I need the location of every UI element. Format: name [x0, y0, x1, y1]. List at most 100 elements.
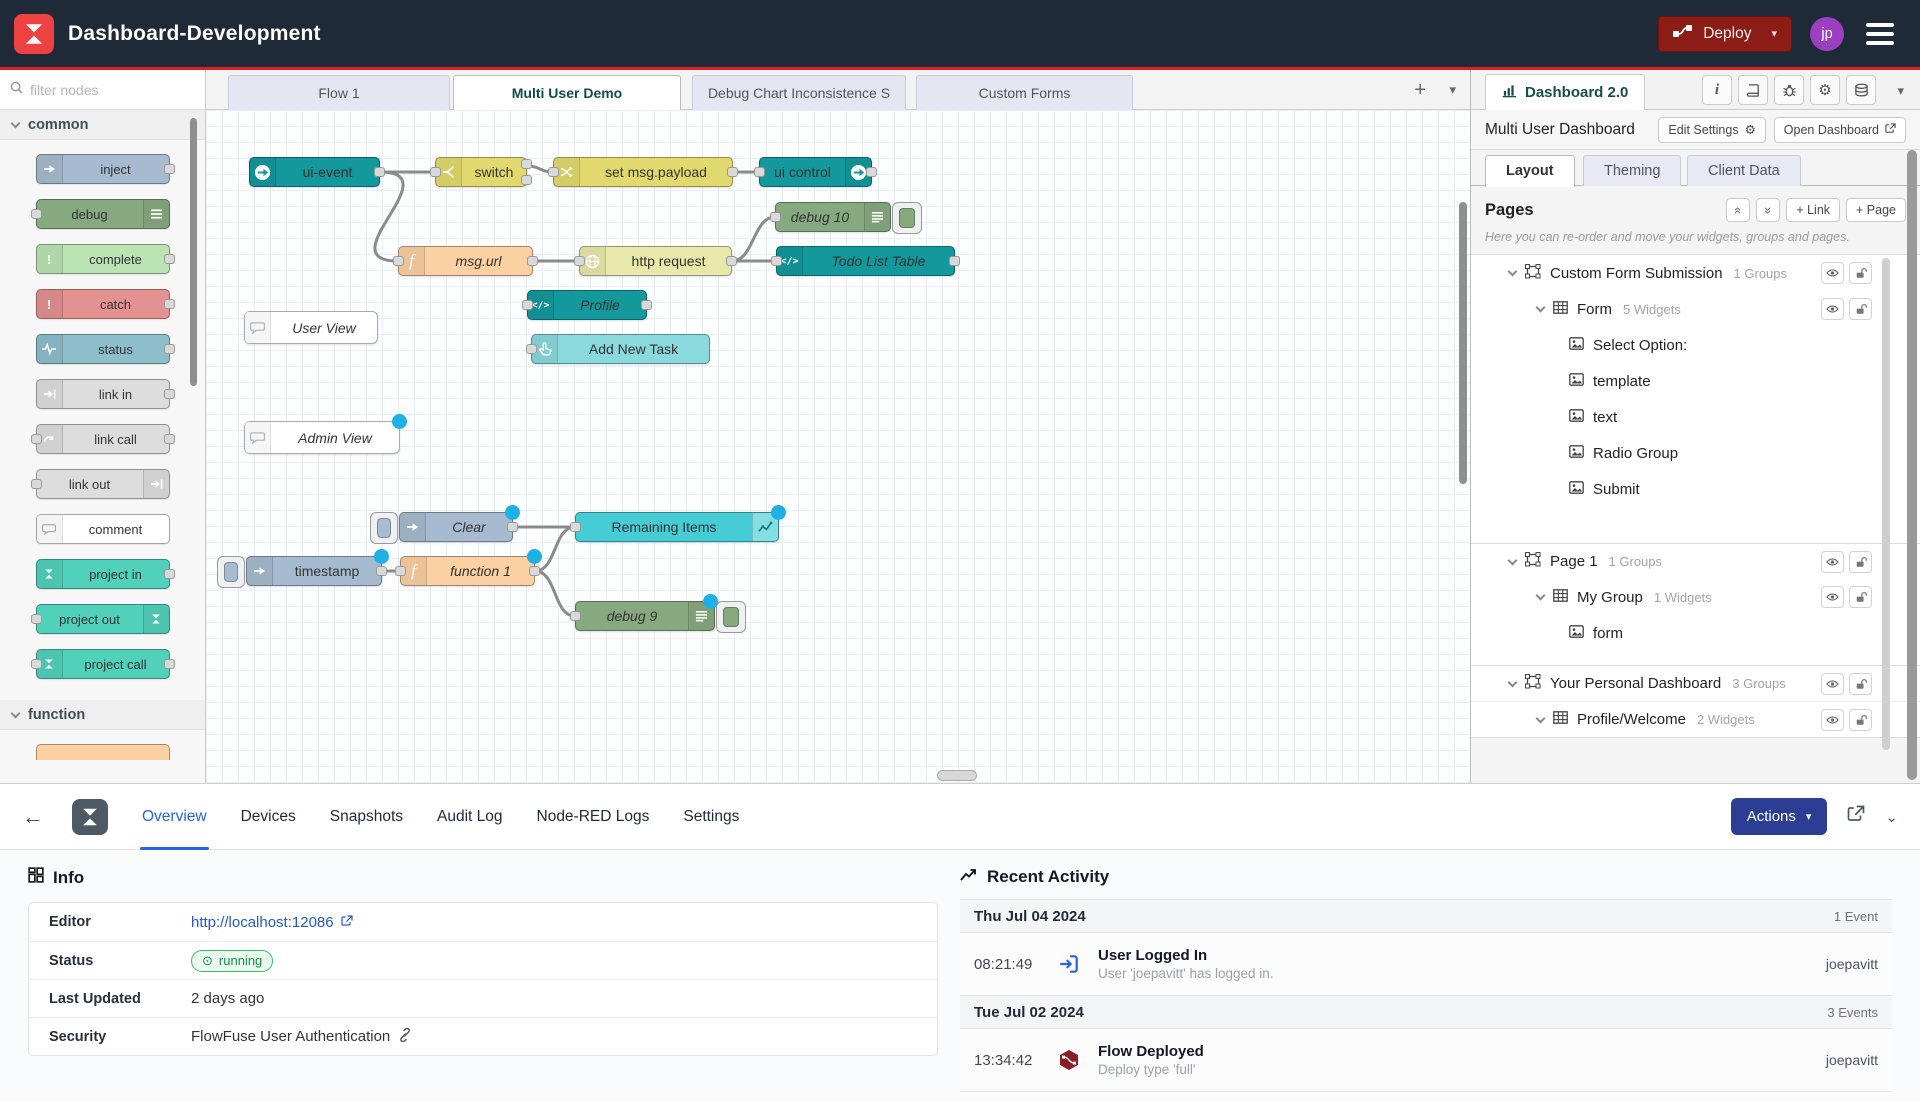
chevron-down-icon[interactable]	[1535, 713, 1546, 723]
visibility-eye-icon[interactable]	[1821, 673, 1844, 695]
activity-entry[interactable]: 08:21:49 User Logged In User 'joepavitt'…	[960, 933, 1892, 995]
flow-canvas[interactable]: ui-event switch set msg.payload	[206, 110, 1470, 783]
tree-widget-row[interactable]: form	[1471, 615, 1920, 651]
canvas-scrollbar[interactable]	[1459, 202, 1467, 484]
input-port[interactable]	[754, 167, 765, 177]
layers-icon[interactable]	[1846, 75, 1876, 105]
tree-group-row[interactable]: Profile/Welcome 2 Widgets	[1471, 701, 1920, 737]
edit-settings-button[interactable]: Edit Settings ⚙	[1658, 116, 1766, 143]
input-port[interactable]	[770, 212, 781, 222]
add-link-button[interactable]: + Link	[1786, 198, 1841, 222]
tab-nodered-logs[interactable]: Node-RED Logs	[536, 807, 650, 825]
page-scrollbar[interactable]	[1907, 150, 1917, 780]
output-port-1[interactable]	[521, 159, 532, 169]
input-port[interactable]	[548, 167, 559, 177]
input-port[interactable]	[570, 522, 581, 532]
avatar[interactable]: jp	[1810, 16, 1844, 51]
tree-page-row[interactable]: Page 1 1 Groups	[1471, 543, 1920, 579]
tab-multi-user-demo[interactable]: Multi User Demo	[453, 75, 681, 111]
debug-toggle-button[interactable]	[892, 202, 922, 234]
visibility-eye-icon[interactable]	[1821, 551, 1844, 573]
node-ui-control[interactable]: ui control	[754, 157, 877, 187]
output-port[interactable]	[507, 522, 518, 532]
open-dashboard-button[interactable]: Open Dashboard	[1773, 116, 1906, 143]
gear-icon[interactable]: ⚙	[1810, 75, 1840, 105]
visibility-eye-icon[interactable]	[1821, 586, 1844, 608]
editor-link[interactable]: http://localhost:12086	[191, 914, 353, 931]
lock-open-icon[interactable]	[1849, 298, 1872, 320]
input-port[interactable]	[771, 256, 782, 266]
lock-open-icon[interactable]	[1849, 709, 1872, 731]
sidebar-tree-scrollbar[interactable]	[1882, 258, 1890, 750]
node-user-view-comment[interactable]: User View	[244, 311, 378, 344]
chevron-down-icon[interactable]	[1535, 590, 1546, 601]
lock-open-icon[interactable]	[1849, 586, 1872, 608]
collapse-panel-icon[interactable]: ⌄	[1885, 808, 1898, 826]
input-port[interactable]	[526, 344, 537, 354]
palette-scrollbar[interactable]	[190, 118, 197, 386]
node-clear[interactable]: Clear	[370, 505, 520, 544]
palette-node-link-out[interactable]: link out	[30, 469, 170, 499]
node-admin-view-comment[interactable]: Admin View	[244, 414, 407, 454]
node-msg-url[interactable]: f msg.url	[393, 246, 538, 276]
output-port[interactable]	[727, 167, 738, 177]
output-port[interactable]	[376, 566, 387, 576]
deploy-caret-icon[interactable]: ▾	[1771, 28, 1777, 40]
node-profile[interactable]: </> Profile	[522, 290, 652, 320]
palette-node-status[interactable]: status	[35, 334, 175, 364]
input-port[interactable]	[570, 611, 581, 621]
palette-node-comment[interactable]: comment	[35, 514, 170, 544]
tree-widget-row[interactable]: Submit	[1471, 471, 1920, 507]
tab-devices[interactable]: Devices	[240, 807, 296, 825]
chevron-down-icon[interactable]	[1507, 677, 1518, 687]
node-set-msg-payload[interactable]: set msg.payload	[548, 157, 738, 187]
node-remaining-items[interactable]: Remaining Items	[570, 505, 786, 542]
palette-node-partial[interactable]	[35, 744, 170, 760]
activity-entry[interactable]: 13:34:42 Flow Deployed Deploy type 'full…	[960, 1029, 1892, 1091]
add-page-button[interactable]: + Page	[1846, 198, 1906, 222]
tree-group-row[interactable]: Form 5 Widgets	[1471, 291, 1920, 327]
palette-category-function[interactable]: function	[0, 700, 205, 730]
tab-theming[interactable]: Theming	[1583, 155, 1682, 186]
palette-node-catch[interactable]: ! catch	[35, 289, 175, 319]
tree-widget-row[interactable]: template	[1471, 363, 1920, 399]
chevron-down-icon[interactable]	[1507, 555, 1518, 565]
open-editor-icon[interactable]	[1847, 805, 1865, 828]
inject-button[interactable]	[217, 556, 245, 588]
tab-debug-chart[interactable]: Debug Chart Inconsistence S	[692, 75, 906, 110]
tab-flow-1[interactable]: Flow 1	[228, 75, 450, 110]
node-timestamp[interactable]: timestamp	[217, 549, 389, 588]
output-port[interactable]	[866, 167, 877, 177]
visibility-eye-icon[interactable]	[1821, 709, 1844, 731]
node-debug-9[interactable]: debug 9	[570, 594, 746, 633]
sidebar-menu-caret-icon[interactable]: ▾	[1897, 83, 1904, 98]
add-flow-button[interactable]: +	[1414, 79, 1426, 101]
tab-custom-forms[interactable]: Custom Forms	[916, 75, 1133, 110]
help-book-icon[interactable]	[1738, 75, 1768, 105]
output-port[interactable]	[527, 256, 538, 266]
visibility-eye-icon[interactable]	[1821, 298, 1844, 320]
collapse-all-button[interactable]: «	[1726, 198, 1751, 222]
chain-link-icon[interactable]	[398, 1027, 412, 1046]
node-switch[interactable]: switch	[430, 157, 532, 187]
palette-node-link-in[interactable]: link in	[35, 379, 175, 409]
node-debug-10[interactable]: debug 10	[770, 202, 922, 234]
deploy-button[interactable]: Deploy ▾	[1658, 15, 1792, 52]
palette-node-complete[interactable]: ! complete	[35, 244, 175, 274]
output-port[interactable]	[529, 566, 540, 576]
input-port[interactable]	[395, 566, 406, 576]
palette-node-project-call[interactable]: project call	[30, 649, 175, 679]
debug-toggle-button[interactable]	[716, 601, 746, 633]
lock-open-icon[interactable]	[1849, 551, 1872, 573]
output-port[interactable]	[374, 167, 385, 177]
info-tab-icon[interactable]: i	[1702, 75, 1732, 105]
tree-group-row[interactable]: My Group 1 Widgets	[1471, 579, 1920, 615]
palette-node-link-call[interactable]: link call	[30, 424, 175, 454]
output-port[interactable]	[641, 300, 652, 310]
flowfuse-logo-icon[interactable]	[14, 13, 54, 54]
palette-filter-input[interactable]	[30, 81, 180, 98]
lock-open-icon[interactable]	[1849, 262, 1872, 284]
tree-page-row[interactable]: Your Personal Dashboard 3 Groups	[1471, 665, 1920, 701]
node-todo-list-table[interactable]: </> Todo List Table	[771, 246, 960, 276]
tab-layout[interactable]: Layout	[1485, 155, 1575, 187]
